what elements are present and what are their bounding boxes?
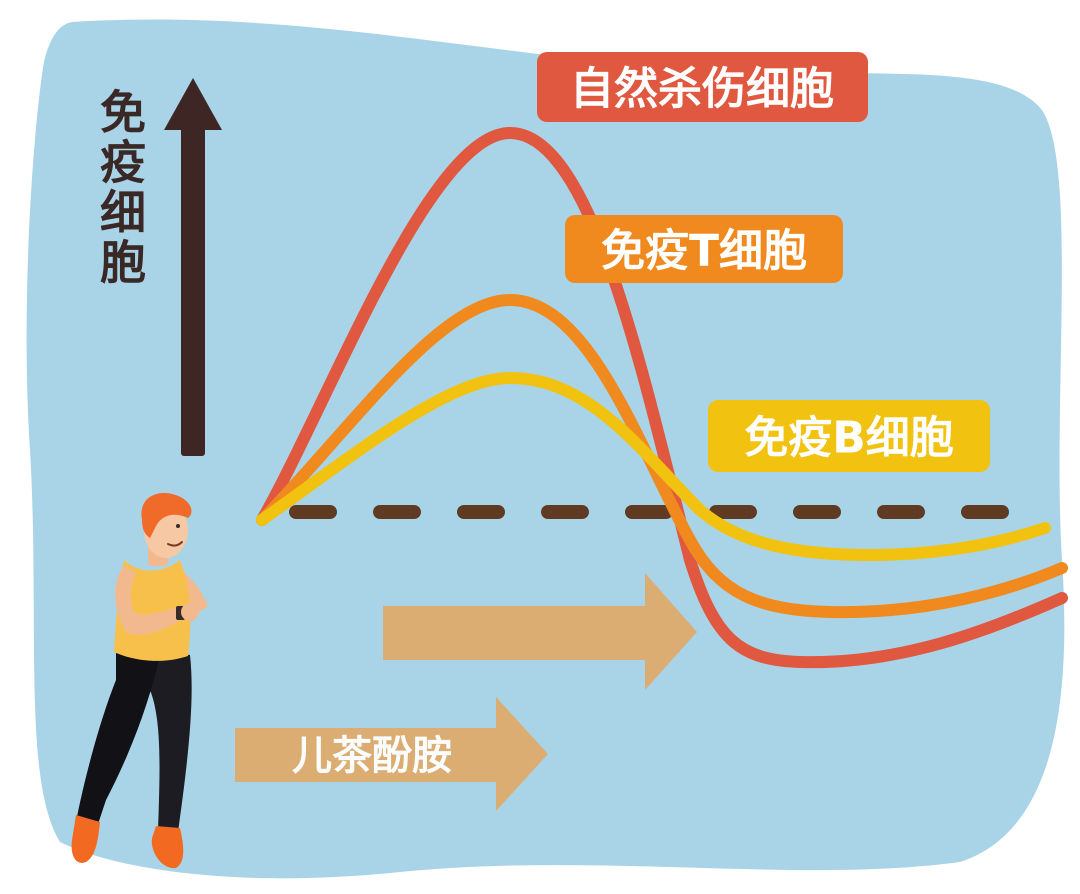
runner-smile bbox=[167, 541, 183, 547]
y-axis-arrow-shaft bbox=[181, 120, 205, 456]
b-cells-curve bbox=[256, 371, 1051, 562]
flow-arrow-upper-head bbox=[645, 573, 697, 690]
flow-arrow-lower: 儿茶酚胺 bbox=[235, 697, 548, 811]
catecholamine-label: 儿茶酚胺 bbox=[292, 733, 452, 779]
runner-shoe-back bbox=[151, 826, 184, 869]
runner-eye bbox=[176, 524, 180, 528]
t-cells-label-text: 免疫T细胞 bbox=[601, 226, 807, 277]
runner-front-arm bbox=[115, 566, 184, 635]
t-cells-label: 免疫T细胞 bbox=[565, 215, 843, 283]
t-cells-label-box bbox=[565, 215, 843, 283]
flow-arrow-lower-body bbox=[235, 728, 498, 782]
b-cells-label-text: 免疫B细胞 bbox=[744, 413, 954, 464]
runner-illustration bbox=[71, 493, 208, 869]
runner-hair bbox=[141, 493, 192, 538]
runner-front-leg bbox=[76, 645, 160, 830]
y-axis-arrow bbox=[164, 78, 222, 456]
nk-cells-label-box bbox=[537, 52, 868, 122]
runner-fist bbox=[181, 603, 199, 621]
t-cells-curve bbox=[256, 293, 1068, 619]
b-cells-label-box bbox=[708, 400, 990, 472]
runner-back-leg bbox=[150, 650, 192, 832]
flow-arrow-upper bbox=[383, 573, 697, 690]
y-axis-arrow-head bbox=[164, 78, 222, 130]
nk-cells-curve bbox=[256, 126, 1068, 669]
runner-shoe-front bbox=[71, 815, 100, 863]
nk-cells-label-text: 自然杀伤细胞 bbox=[570, 64, 834, 115]
nk-cells-label: 自然杀伤细胞 bbox=[537, 52, 868, 122]
flow-arrow-lower-head bbox=[496, 697, 548, 811]
b-cells-label: 免疫B细胞 bbox=[708, 400, 990, 472]
y-axis-label: 免疫细胞 bbox=[93, 88, 147, 288]
runner-tank-top bbox=[114, 560, 191, 661]
flow-arrow-upper-body bbox=[383, 606, 647, 660]
